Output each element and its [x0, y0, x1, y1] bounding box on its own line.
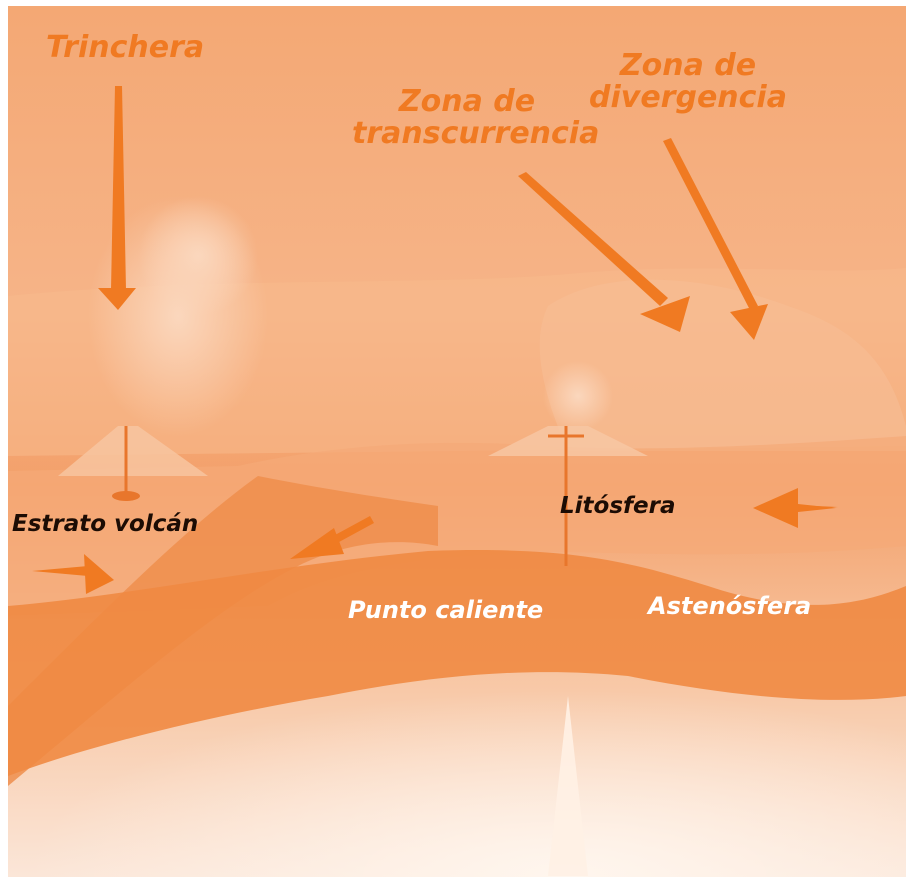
arrow-slab — [290, 516, 374, 559]
volcano-hotspot — [488, 426, 648, 456]
diagram-illustration — [8, 6, 906, 877]
plate-tectonics-diagram: Trinchera Zona de transcurrencia Zona de… — [8, 6, 906, 877]
label-punto-caliente: Punto caliente — [348, 596, 544, 624]
plume — [548, 696, 588, 876]
label-zona-divergencia-line1: Zona de — [619, 48, 757, 83]
label-zona-transcurrencia: Zona de transcurrencia — [352, 84, 600, 151]
arrow-estrato — [32, 554, 114, 594]
label-astenosfera: Astenósfera — [648, 592, 812, 620]
label-zona-divergencia: Zona de divergencia — [588, 50, 788, 113]
mantle-glow — [8, 566, 906, 877]
label-litosfera: Litósfera — [560, 493, 676, 519]
ridge — [539, 279, 906, 451]
smoke-cloud-right — [543, 361, 613, 431]
label-estrato-volcan: Estrato volcán — [12, 511, 199, 537]
arrow-transcurrencia — [518, 172, 690, 332]
arrow-trinchera — [98, 86, 136, 310]
arrow-litosfera — [753, 488, 838, 528]
label-zona-transcurrencia-line2: transcurrencia — [352, 115, 600, 151]
arrow-divergencia — [663, 138, 768, 340]
label-zona-divergencia-line2: divergencia — [589, 79, 787, 115]
label-trinchera: Trinchera — [46, 30, 205, 65]
volcano-left — [58, 426, 208, 476]
label-zona-transcurrencia-line1: Zona de — [398, 84, 536, 119]
